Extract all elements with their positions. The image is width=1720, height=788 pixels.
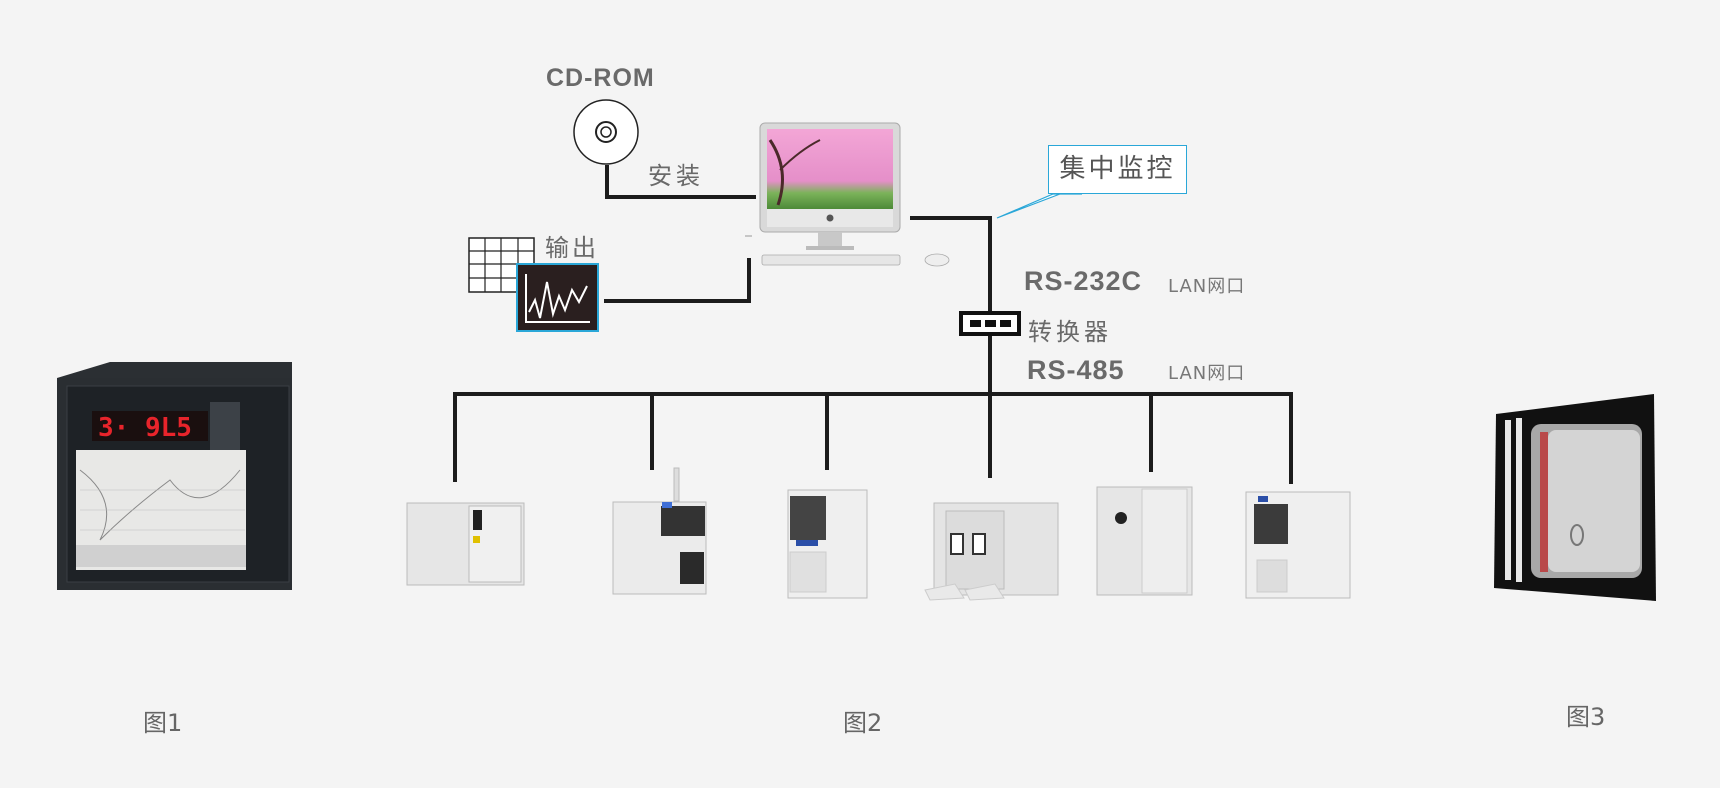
install-label: 安装 xyxy=(648,162,704,190)
chamber-3-icon xyxy=(787,489,868,599)
figure-3-caption: 图3 xyxy=(1566,703,1606,731)
cdrom-label: CD-ROM xyxy=(546,64,655,92)
rs232-label: RS-232C xyxy=(1024,266,1143,296)
chamber-2-icon xyxy=(612,467,707,595)
lan-label-top: LAN网口 xyxy=(1168,276,1246,297)
central-monitor-callout: 集中监控 xyxy=(1048,145,1187,194)
chamber-4-icon xyxy=(924,502,1059,601)
lan-label-bottom: LAN网口 xyxy=(1168,363,1246,384)
chamber-1-icon xyxy=(406,502,525,586)
output-label: 输出 xyxy=(545,234,599,262)
chart-recorder-icon: 3· 9L5 xyxy=(57,362,292,590)
network-trunk-line xyxy=(910,216,992,318)
converter-label: 转换器 xyxy=(1028,318,1112,346)
figure-2-caption: 图2 xyxy=(843,709,883,737)
callout-pointer xyxy=(996,193,1082,219)
rs485-label: RS-485 xyxy=(1027,355,1125,385)
converter-icon xyxy=(959,311,1021,336)
cdrom-disc-icon xyxy=(573,99,639,165)
chamber-5-icon xyxy=(1096,486,1193,596)
trend-chart-icon xyxy=(516,263,599,332)
cdrom-connection-line xyxy=(605,165,756,199)
rs485-bus xyxy=(453,392,1293,484)
figure-1-caption: 图1 xyxy=(143,709,183,737)
chamber-door-icon xyxy=(1494,394,1656,601)
computer-icon xyxy=(759,122,950,267)
svg-text:3· 9L5: 3· 9L5 xyxy=(98,413,192,443)
output-connection-line xyxy=(604,258,751,303)
chamber-6-icon xyxy=(1245,491,1351,599)
